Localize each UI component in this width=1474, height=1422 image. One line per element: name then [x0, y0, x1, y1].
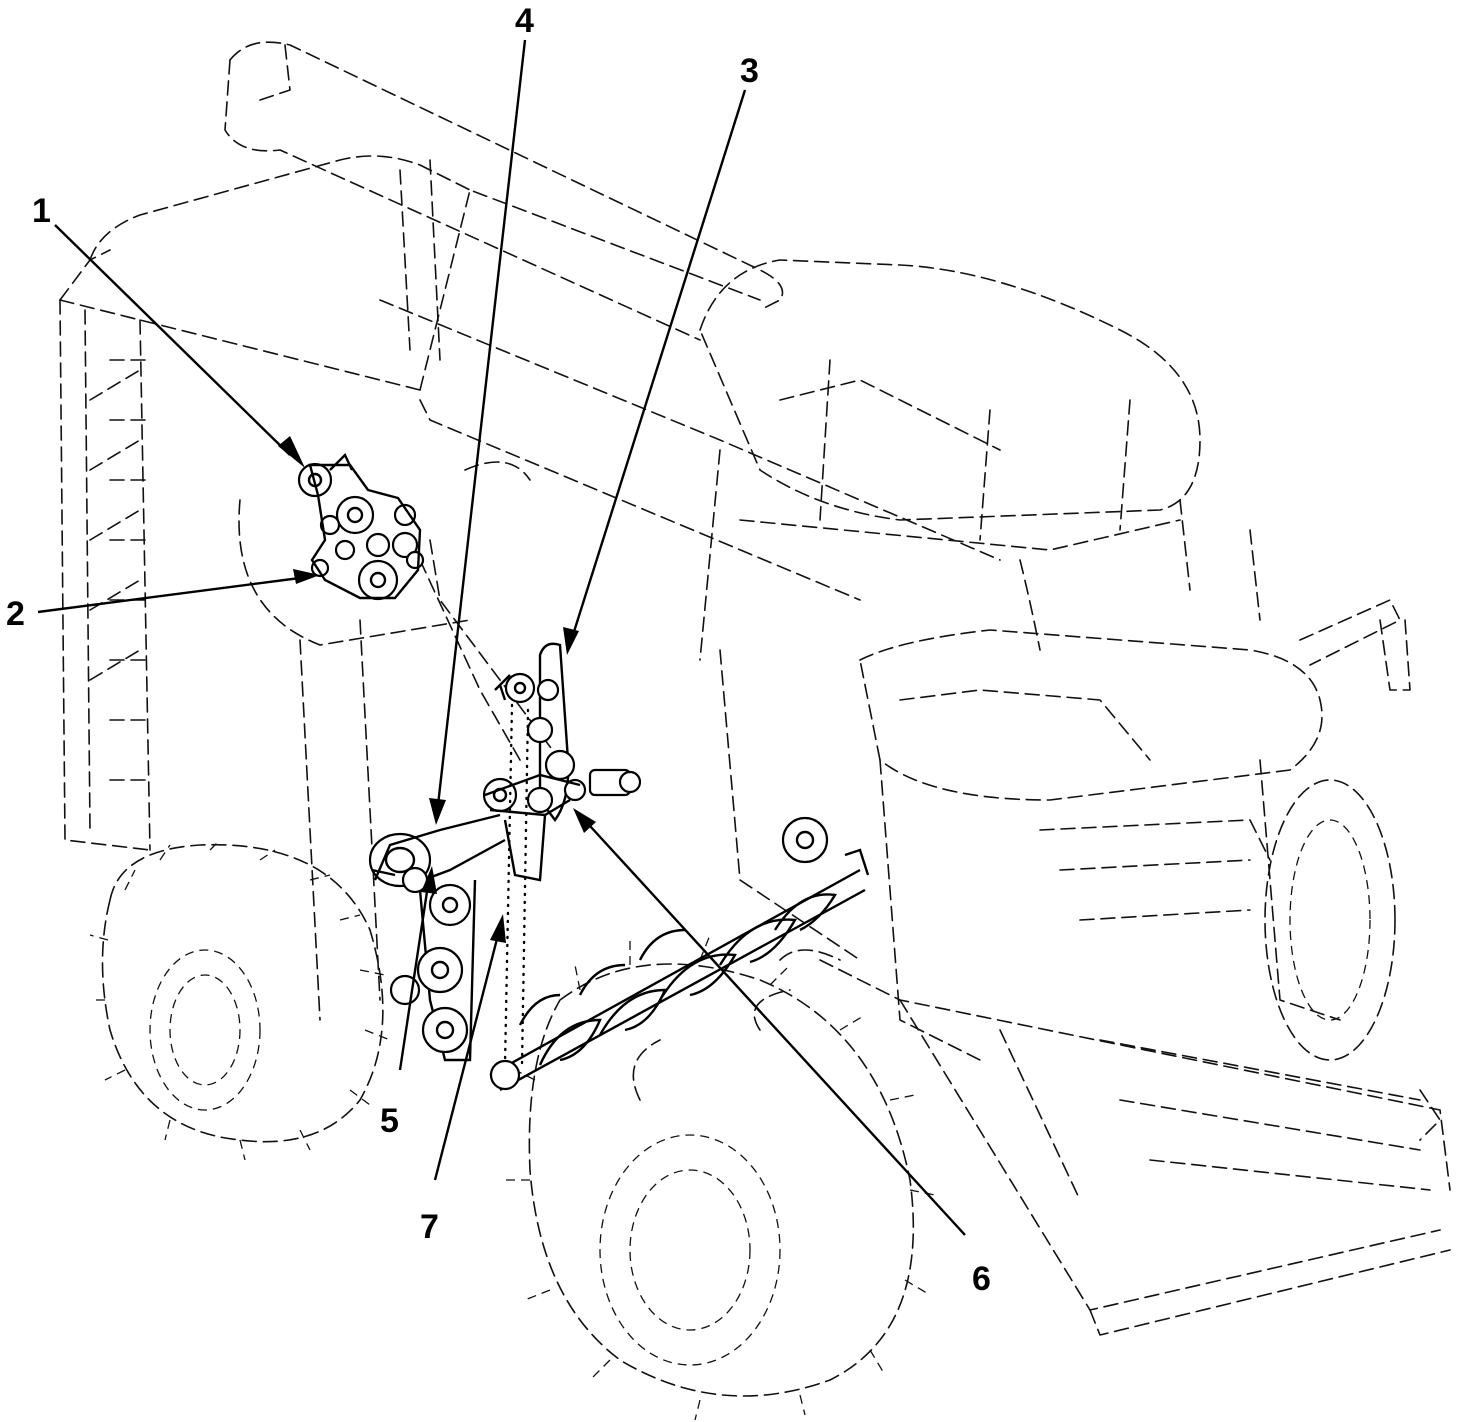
lower-belt-drive — [368, 813, 506, 1062]
chain-drive-assembly — [482, 642, 642, 882]
callout-4: 4 — [515, 2, 534, 40]
callout-6: 6 — [972, 1260, 991, 1298]
engine-belt-drive — [297, 452, 425, 601]
cross-auger — [489, 816, 870, 1092]
arrow-4 — [429, 798, 446, 825]
callout-7: 7 — [420, 1208, 439, 1246]
callout-leaders — [37, 39, 966, 1236]
callout-3: 3 — [740, 52, 759, 90]
callout-2: 2 — [6, 595, 25, 633]
arrow-1 — [278, 436, 305, 468]
arrow-3 — [563, 627, 579, 655]
arrow-7 — [490, 914, 506, 943]
callout-1: 1 — [32, 192, 51, 230]
arrow-6 — [573, 808, 596, 833]
combine-phantom-outline — [59, 41, 1451, 1421]
callout-5: 5 — [380, 1102, 399, 1140]
arrow-5 — [421, 866, 437, 894]
callout-labels: 1 2 3 4 5 6 7 — [6, 2, 991, 1298]
arrow-2 — [293, 569, 320, 584]
dotted-chain — [503, 703, 530, 1067]
